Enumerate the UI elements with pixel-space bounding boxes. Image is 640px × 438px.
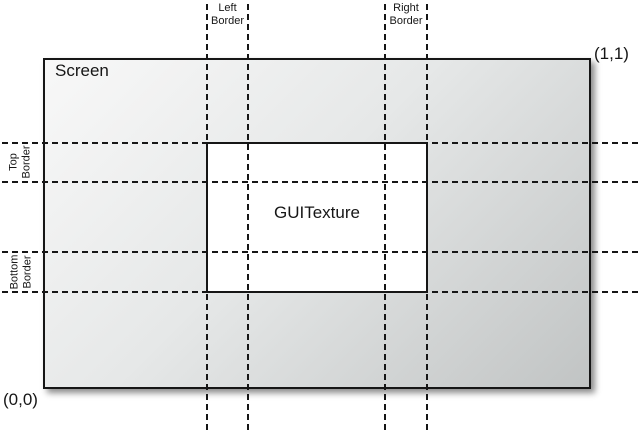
right-border-guide-line-1 (384, 4, 386, 432)
bottom-border-guide-line-2 (2, 291, 638, 293)
right-border-label: Right Border (384, 2, 428, 28)
guitexture-label: GUITexture (274, 203, 360, 222)
top-border-guide-line-1 (2, 142, 638, 144)
left-border-label: Left Border (206, 2, 249, 28)
top-border-guide-line-2 (2, 181, 638, 183)
bottom-border-label: Bottom Border (0, 252, 43, 292)
bottom-border-label-line2: Border (20, 255, 33, 289)
coordinate-origin-label: (0,0) (3, 390, 38, 409)
right-border-label-line1: Right (393, 2, 419, 14)
left-border-guide-line-1 (206, 4, 208, 432)
left-border-label-line2: Border (210, 15, 245, 27)
left-border-label-line1: Left (218, 2, 237, 14)
top-border-label: Top Border (0, 142, 43, 182)
bottom-border-guide-line-1 (2, 251, 638, 253)
right-border-guide-line-2 (426, 4, 428, 432)
left-border-guide-line-2 (247, 4, 249, 432)
screen-label: Screen (55, 61, 109, 80)
top-border-label-line2: Border (21, 145, 33, 179)
bottom-border-label-line1: Bottom (7, 254, 20, 290)
right-border-label-line2: Border (389, 15, 423, 27)
top-border-label-line1: Top (8, 153, 20, 171)
coordinate-top-right-label: (1,1) (594, 44, 629, 63)
guitexture-rect (206, 142, 428, 293)
